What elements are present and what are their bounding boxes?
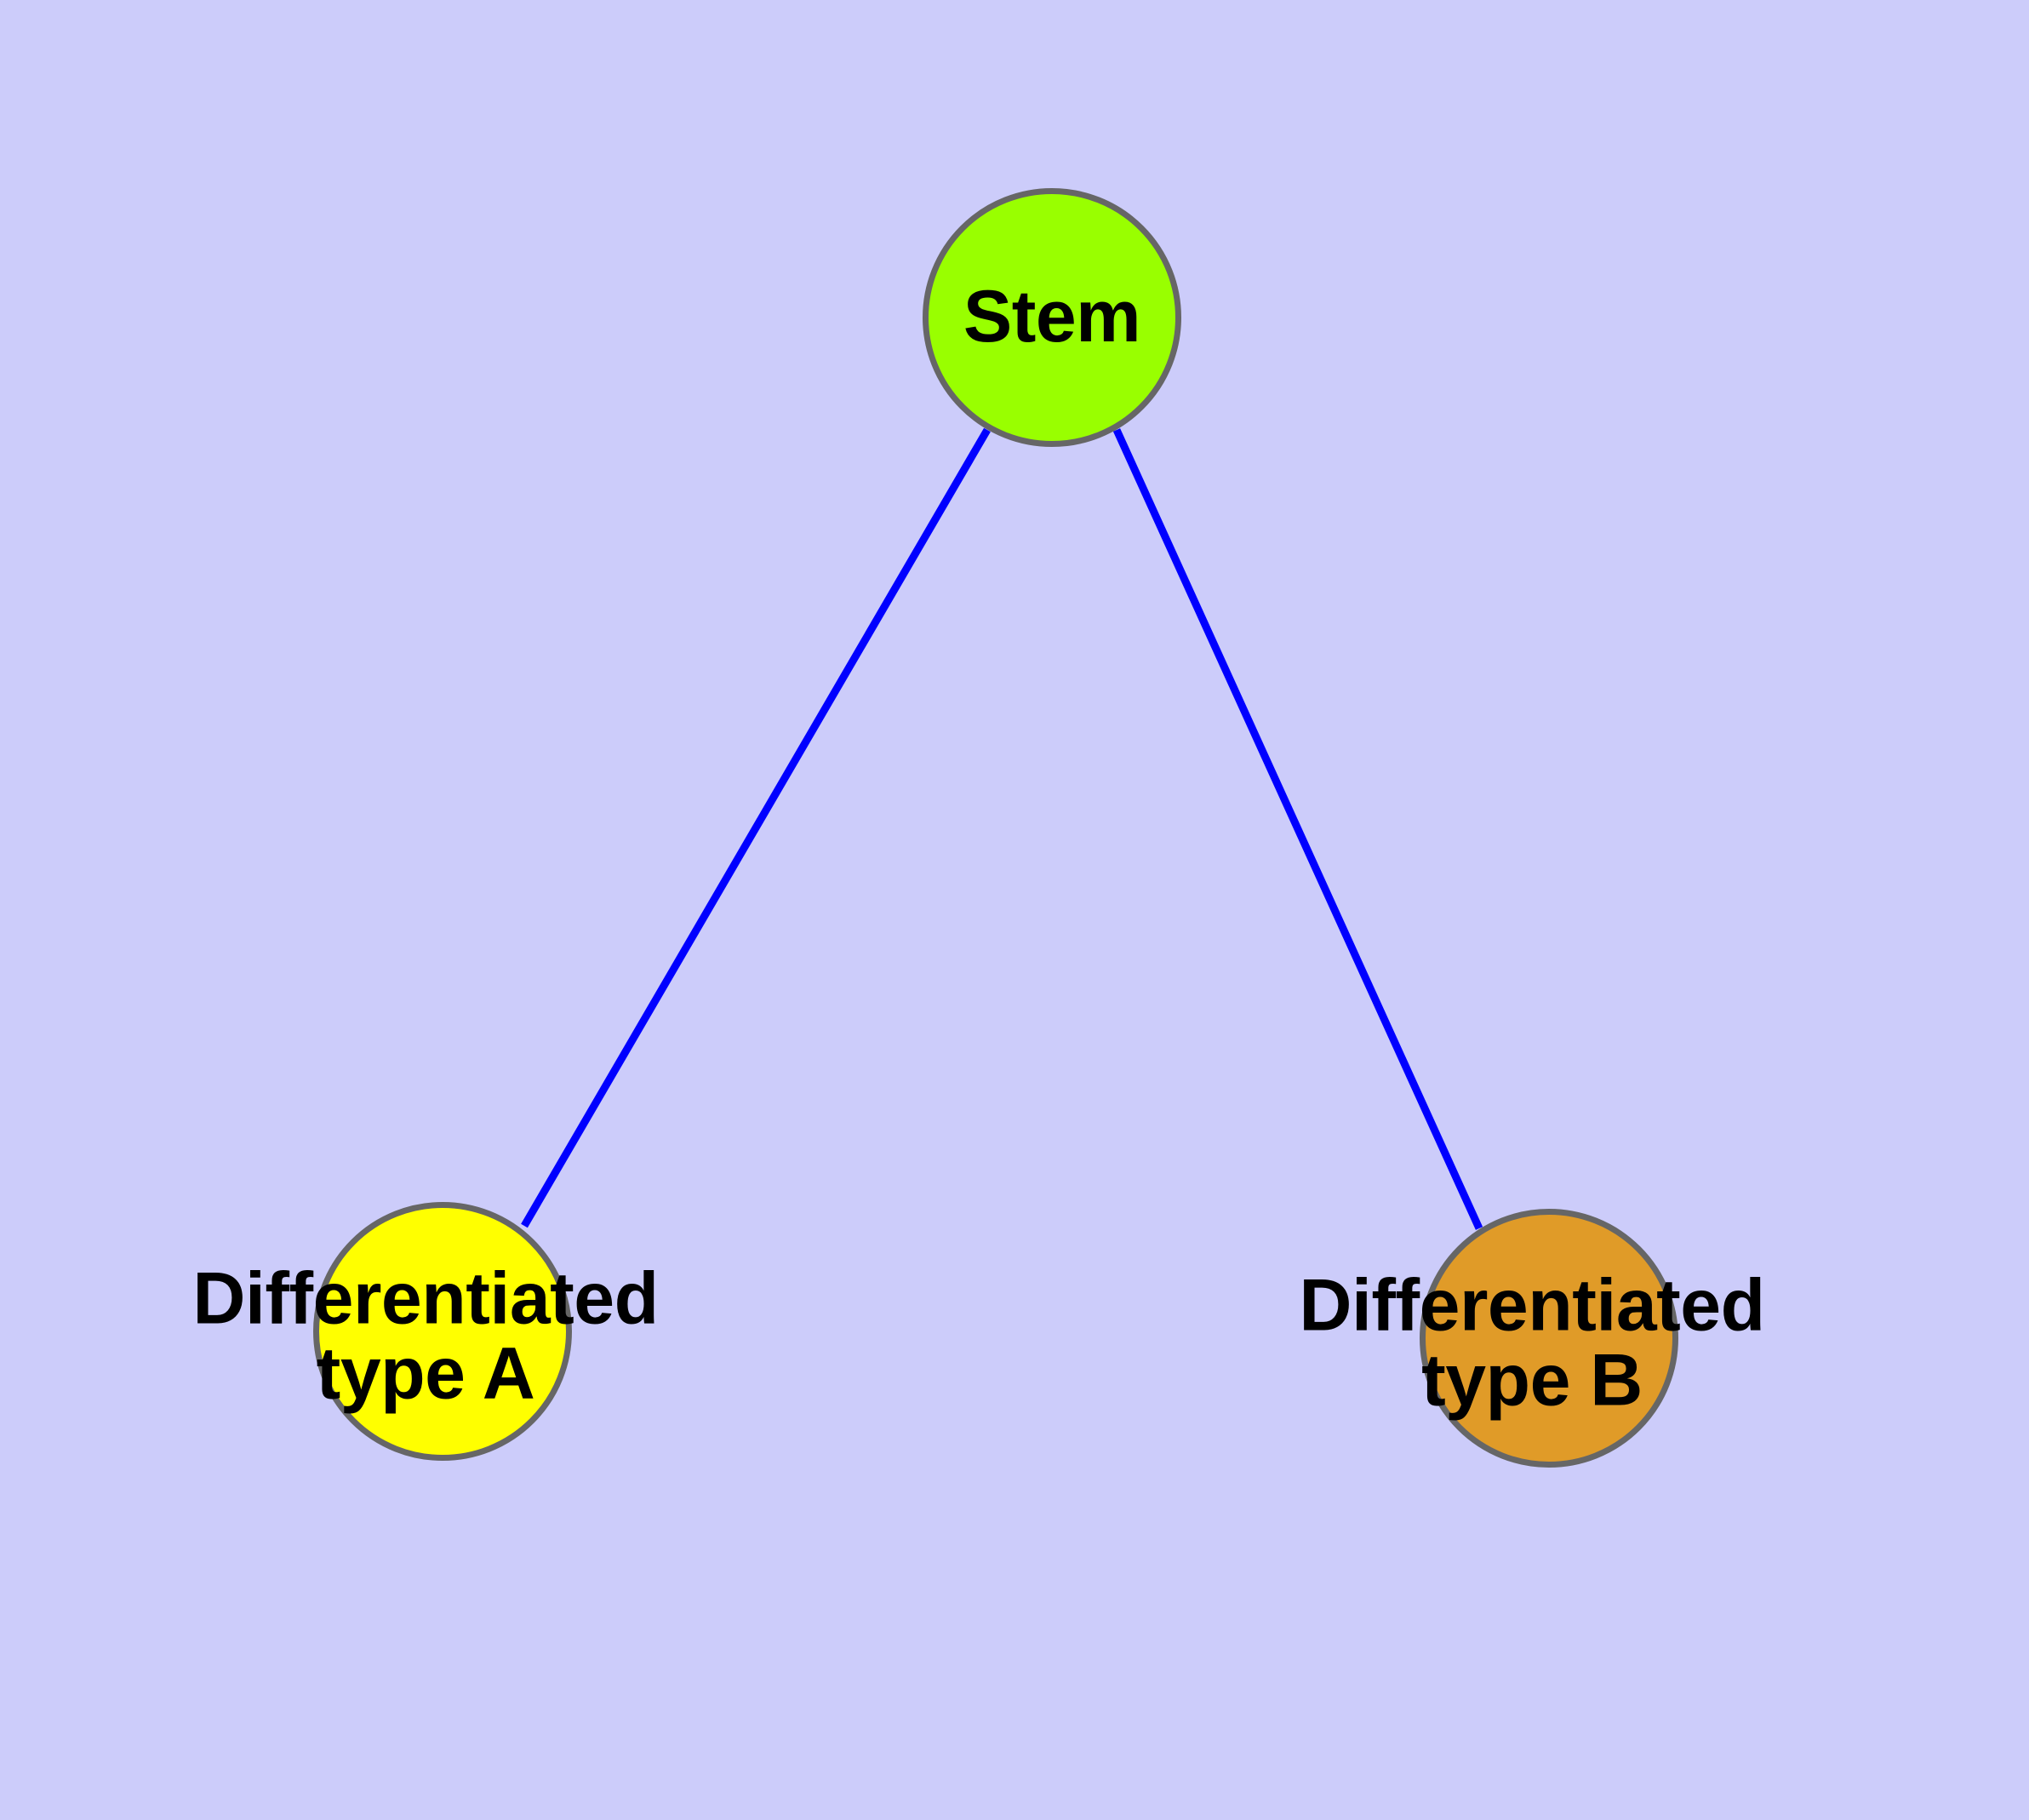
node-layer — [313, 188, 1678, 1468]
node-stem-circle[interactable] — [923, 188, 1181, 447]
node-differentiated-type-b-circle[interactable] — [1420, 1209, 1678, 1468]
node-differentiated-type-a-circle[interactable] — [313, 1202, 572, 1461]
edge-layer — [521, 427, 1483, 1230]
edge-stem-to-differentiated-type-b — [1112, 428, 1483, 1230]
edge-stem-to-differentiated-type-a — [521, 427, 991, 1228]
